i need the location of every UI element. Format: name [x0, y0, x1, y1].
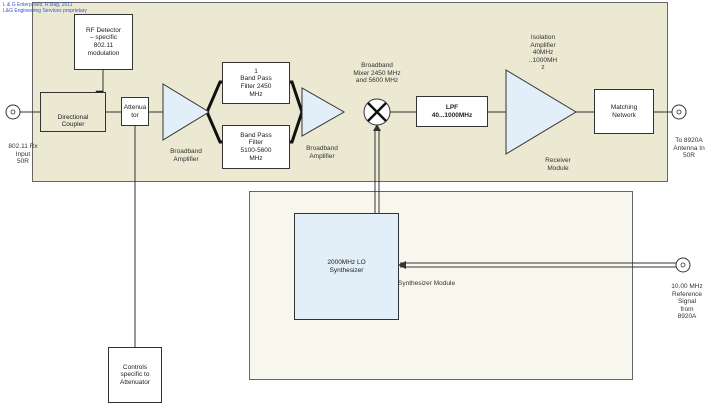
reference-signal-label: 10.00 MHz Reference Signal from 8920A	[671, 283, 703, 321]
header-line-1: L & G Enterprises, R.Bag, 2011	[3, 2, 73, 8]
matching-network-block: Matching Network	[594, 89, 654, 134]
isolation-amplifier-label: Isolation Amplifier 40MHz ..1000MH z	[528, 34, 558, 72]
input-label: 802.11 Rx Input 50R	[8, 143, 38, 166]
synthesizer-module-label: Synthesizer Module	[398, 280, 456, 287]
bpf-2450-block: 1 Band Pass Filter 2450 MHz	[222, 62, 290, 104]
synthesizer-block: 2000MHz LO Synthesizer	[294, 213, 399, 320]
lpf-block: LPF 40...1000MHz	[416, 96, 488, 127]
broadband-amplifier-1-label: Broadband Amplifier	[170, 148, 202, 163]
attenuator-controls-block: Controls specific to Attenuator	[108, 347, 162, 403]
attenuator-block: Attenua tor	[121, 97, 149, 126]
directional-coupler-block: Directional Coupler	[40, 92, 106, 132]
rf-detector-block: RF Detector – specific 802.11 modulation	[74, 14, 133, 70]
rf-receiver-panel	[32, 2, 668, 182]
header-line-2: L&G Engineering Services proprietary	[3, 8, 87, 14]
output-label: To 8920A Antenna In 50R	[673, 137, 705, 160]
mixer-label: Broadband Mixer 2450 MHz and 5600 MHz	[353, 62, 401, 85]
broadband-amplifier-2-label: Broadband Amplifier	[306, 145, 338, 160]
bpf-5100-5600-block: Band Pass Filter 5100-5600 MHz	[222, 125, 290, 169]
receiver-module-label: Receiver Module	[545, 157, 571, 172]
